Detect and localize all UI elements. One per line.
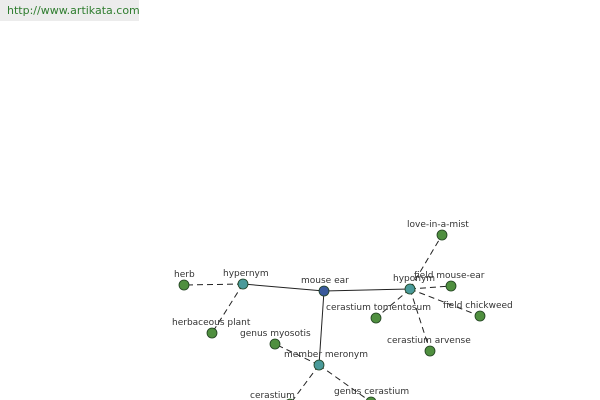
node-label-member-meronym[interactable]: member meronym xyxy=(284,350,368,360)
node-genus-myosotis[interactable] xyxy=(269,338,281,350)
edge-mouse-ear-hypernym xyxy=(242,283,325,292)
node-field-chickweed[interactable] xyxy=(474,310,486,322)
node-label-love-in-a-mist[interactable]: love-in-a-mist xyxy=(407,220,469,230)
node-genus-cerastium[interactable] xyxy=(365,396,377,400)
node-label-field-chickweed[interactable]: field chickweed xyxy=(443,301,513,311)
graph-nodes: mouse ear hypernym hyponym member meronym he… xyxy=(172,220,513,400)
edge-hyponym-field-chickweed xyxy=(409,288,481,317)
edge-mouse-ear-member-meronym xyxy=(318,290,325,366)
node-label-hyponym[interactable]: hyponym xyxy=(393,274,435,284)
edge-member-meronym-genus-myosotis xyxy=(274,343,320,366)
node-field-mouse-ear[interactable] xyxy=(445,280,457,292)
node-label-herbaceous-plant[interactable]: herbaceous plant xyxy=(172,318,251,328)
edge-member-meronym-genus-cerastium xyxy=(318,364,370,400)
node-love-in-a-mist[interactable] xyxy=(436,229,448,241)
edge-hyponym-love-in-a-mist xyxy=(409,234,443,290)
node-label-genus-myosotis[interactable]: genus myosotis xyxy=(240,329,311,339)
node-label-hypernym[interactable]: hypernym xyxy=(223,269,269,279)
node-label-herb[interactable]: herb xyxy=(174,270,195,280)
node-hypernym[interactable] xyxy=(237,278,249,290)
node-mouse-ear[interactable] xyxy=(318,285,330,297)
node-cerastium-tomentosum[interactable] xyxy=(370,312,382,324)
node-herb[interactable] xyxy=(178,279,190,291)
node-cerastium-arvense[interactable] xyxy=(424,345,436,357)
node-member-meronym[interactable] xyxy=(313,359,325,371)
node-hyponym[interactable] xyxy=(404,283,416,295)
edge-hyponym-field-mouse-ear xyxy=(409,285,452,290)
node-label-genus-cerastium[interactable]: genus cerastium xyxy=(334,387,409,397)
node-label-cerastium-arvense[interactable]: cerastium arvense xyxy=(387,336,471,346)
edge-mouse-ear-hyponym xyxy=(323,288,411,292)
edge-hyponym-cerastium-tomentosum xyxy=(375,288,411,319)
node-label-mouse-ear[interactable]: mouse ear xyxy=(301,276,349,286)
edge-hyponym-cerastium-arvense xyxy=(409,288,431,352)
node-label-cerastium[interactable]: cerastium xyxy=(250,391,295,400)
node-herbaceous-plant[interactable] xyxy=(206,327,218,339)
edge-hypernym-herb xyxy=(183,283,244,286)
edge-member-meronym-cerastium xyxy=(292,364,320,400)
source-url[interactable]: http://www.artikata.com xyxy=(0,0,140,21)
node-label-cerastium-tomentosum[interactable]: cerastium tomentosum xyxy=(326,303,431,313)
node-label-field-mouse-ear[interactable]: field mouse-ear xyxy=(414,271,485,281)
graph-edges xyxy=(183,234,481,400)
